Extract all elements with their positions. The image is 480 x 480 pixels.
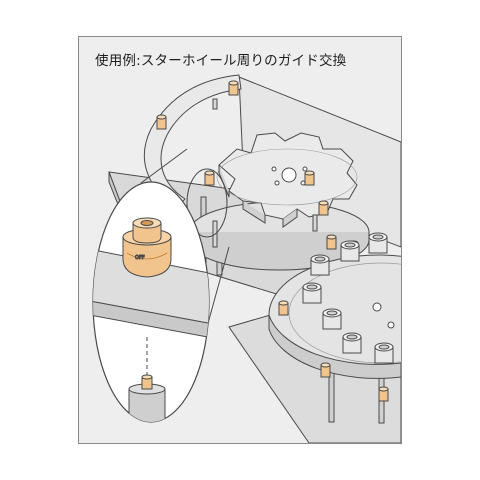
guide-pin: [228, 80, 239, 96]
cup-holder: [322, 308, 342, 330]
cup-holder: [302, 282, 322, 304]
large-guide-pin: OFF: [122, 217, 172, 278]
figure-caption: 使用例:スターホイール周りのガイド交換: [95, 53, 347, 69]
star-wheel-guide-illustration: OFF: [92, 74, 401, 443]
callout-leaders: [140, 148, 230, 328]
callout-target-ring: [186, 168, 228, 238]
cup-holder: [310, 254, 330, 276]
guide-pin: [278, 300, 289, 316]
guide-pin: [378, 386, 389, 402]
cup-holder: [368, 232, 388, 254]
guide-pin: [320, 362, 331, 378]
guide-pin: [326, 234, 337, 250]
guide-pin: [318, 200, 329, 216]
illustration-frame: 使用例:スターホイール周りのガイド交換: [78, 36, 402, 444]
pin-socket: [128, 374, 166, 422]
cup-holders: [302, 232, 394, 364]
turntable-pins: [278, 300, 389, 402]
cup-holder: [340, 240, 360, 262]
guide-pin: [304, 170, 315, 186]
guide-pin: [204, 170, 215, 186]
guide-pin: [156, 114, 167, 130]
star-wheel: [216, 132, 358, 228]
svg-text:OFF: OFF: [135, 255, 145, 261]
cup-holder: [342, 332, 362, 354]
cup-holder: [374, 342, 394, 364]
zoom-callout-icon: OFF: [92, 181, 210, 423]
